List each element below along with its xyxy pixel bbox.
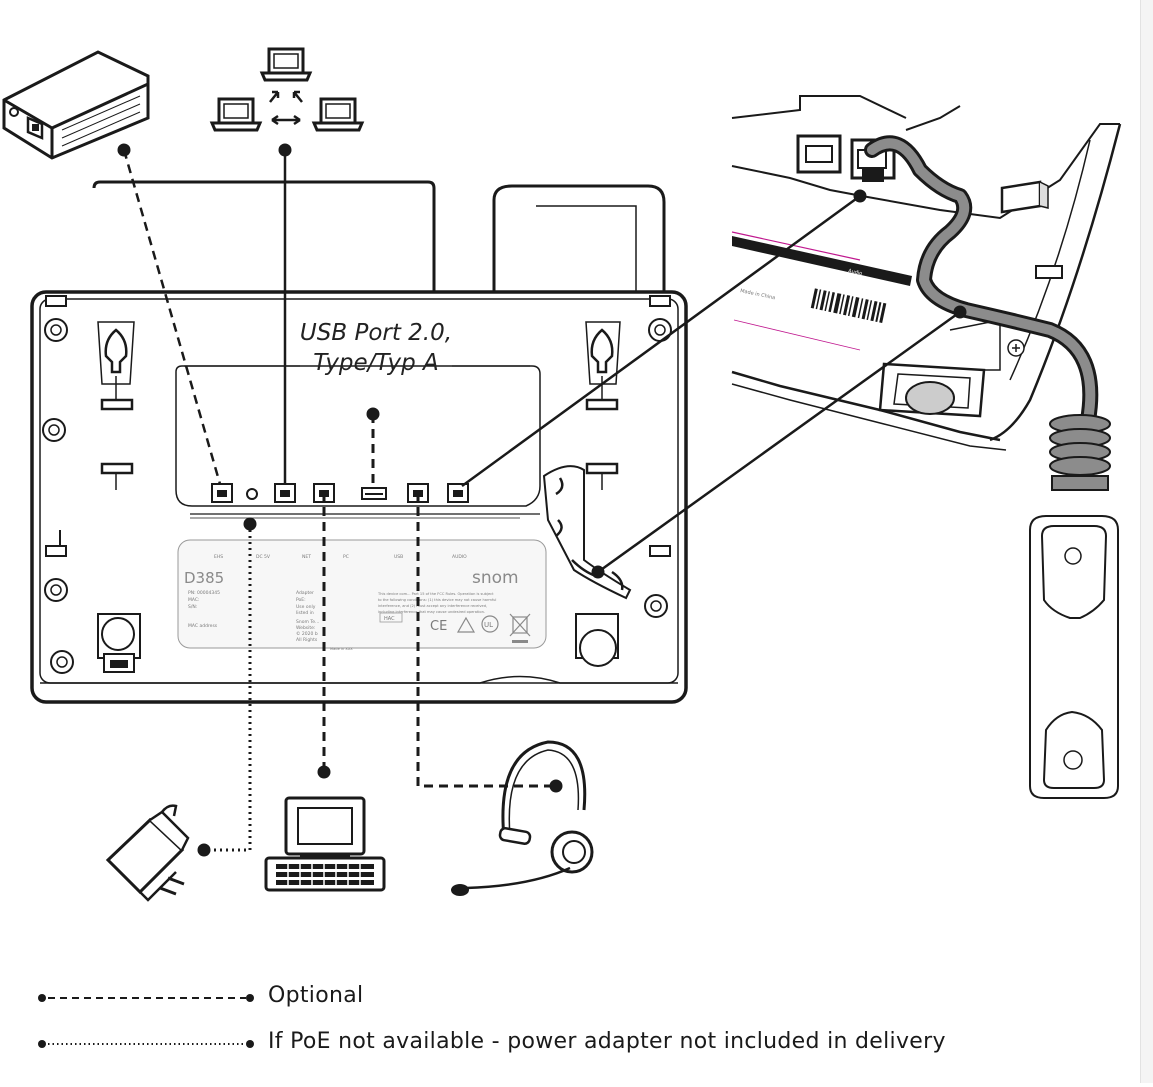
plate-model: D385 [184,569,224,587]
handset-icon [1029,515,1119,799]
svg-text:Adapter PoE: U: Adapter PoE: Use only listed in Snom Te.… [296,590,321,643]
legend [38,994,254,1048]
usb-callout-line1: USB Port 2.0, [299,320,453,346]
legend-optional-line [38,994,254,1002]
dc-port [246,488,258,500]
page-edge [1140,0,1153,1083]
legend-optional-label: Optional [268,983,364,1008]
network-icon [210,47,364,132]
legend-poe-line [38,1040,254,1048]
headset-icon [451,740,594,896]
coiled-cord-icon [1049,414,1111,491]
ports-row [211,483,469,503]
svg-text:Audio: Audio [848,268,863,277]
power-adapter-icon [105,804,190,902]
svg-text:This device com... Part 15 of: This device com... Part 15 of the FCC Ru… [377,592,498,614]
usb-callout-line2: Type/Typ A [313,350,439,376]
label-plate: EHS DC 5V NET PC USB AUDIO D385 snom PN:… [177,539,547,651]
phone-rear-view: EHS DC 5V NET PC USB AUDIO D385 snom PN:… [30,180,688,704]
rear-detail-view: Audio Made in China [731,95,1122,491]
computer-icon [264,796,386,892]
plate-brand: snom [472,568,519,588]
legend-poe-label: If PoE not available - power adapter not… [268,1029,946,1054]
svg-text:HAC: HAC [384,616,395,622]
usb-port-callout: USB Port 2.0, Type/Typ A [296,318,456,378]
plate-port-labels: EHS DC 5V NET PC USB AUDIO [214,554,467,560]
svg-text:Made in XXX: Made in XXX [330,647,353,651]
svg-text:PN: 00004345 MAC:: PN: 00004345 MAC: S/N: MAC address [188,590,221,629]
svg-text:CE: CE [430,619,447,634]
barcode-icon [810,288,887,324]
svg-text:UL: UL [484,621,493,629]
ehs-adapter-icon [2,50,150,160]
